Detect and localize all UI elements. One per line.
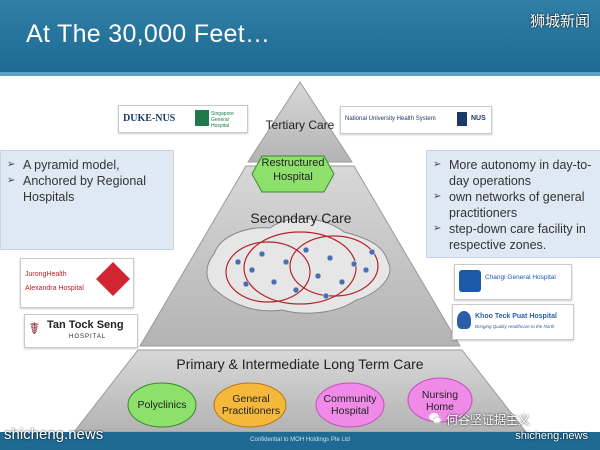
left-bullet: A pyramid model,	[7, 157, 173, 173]
restructured-hospital-label: Restructured Hospital	[261, 157, 325, 183]
nuhs-logo: National University Health System NUS	[340, 106, 492, 134]
region-ring	[289, 235, 379, 297]
pill-community-hospital	[315, 382, 385, 428]
jurong-alexandra-logo: JurongHealth Alexandra Hospital	[20, 258, 134, 308]
polyclinics-label: Polyclinics	[137, 399, 187, 411]
slide-footer	[0, 432, 600, 450]
secondary-care-label: Secondary Care	[250, 210, 352, 226]
tts-sub-text: HOSPITAL	[69, 334, 107, 340]
slide-header: At The 30,000 Feet…	[0, 0, 600, 72]
right-bullet: own networks of general practitioners	[433, 189, 600, 221]
header-divider	[0, 72, 600, 76]
slide-title: At The 30,000 Feet…	[26, 20, 271, 48]
duke-nus-sgh-logo: DUKE-NUS Singapore General Hospital	[118, 105, 248, 133]
general-practitioners-label: General Practitioners	[221, 393, 281, 417]
ktph-icon	[457, 311, 471, 329]
nuhs-crest-icon	[457, 112, 467, 126]
watermark-top: 狮城新闻	[529, 13, 590, 30]
region-ring	[243, 231, 357, 305]
pyramid-diagram	[72, 81, 528, 433]
alexandra-text: Alexandra Hospital	[25, 285, 84, 292]
changi-text: Changi General Hospital	[485, 274, 556, 281]
tan-tock-seng-logo: ☤ Tan Tock Seng HOSPITAL	[24, 314, 138, 348]
khoo-teck-puat-logo: Khoo Teck Puat Hospital Bringing Quality…	[452, 304, 574, 340]
watermark-bottom-right: shicheng.news	[515, 430, 588, 442]
tts-emblem-icon: ☤	[29, 321, 40, 338]
watermark-wechat: 何谷坚证据主义	[446, 413, 531, 427]
left-info-panel: A pyramid model, Anchored by Regional Ho…	[0, 150, 174, 250]
right-bullet: More autonomy in day-to-day operations	[433, 157, 600, 189]
confidential-notice: Confidential to MOH Holdings Pte Ltd	[250, 437, 350, 443]
changi-icon	[459, 270, 481, 292]
primary-care-label: Primary & Intermediate Long Term Care	[176, 356, 424, 372]
nus-text: NUS	[471, 115, 486, 122]
wechat-icon	[428, 411, 442, 425]
sgh-icon	[195, 110, 209, 126]
ktph-text: Khoo Teck Puat Hospital	[475, 313, 557, 320]
duke-nus-text: DUKE-NUS	[123, 113, 176, 124]
watermark-bottom-left: shicheng.news	[4, 426, 104, 443]
region-ring	[225, 241, 311, 303]
jurong-diamond-icon	[96, 262, 130, 296]
jurong-text: JurongHealth	[25, 271, 67, 278]
sgh-text: Singapore General Hospital	[211, 111, 234, 129]
nuhs-text: National University Health System	[345, 116, 436, 122]
left-bullet: Anchored by Regional Hospitals	[7, 173, 173, 205]
ktph-sub-text: Bringing Quality Healthcare to the North	[475, 324, 555, 329]
nursing-home-label: Nursing Home	[421, 389, 459, 413]
pill-polyclinics	[127, 382, 197, 428]
right-info-panel: More autonomy in day-to-day operations o…	[426, 150, 600, 258]
community-hospital-label: Community Hospital	[323, 393, 377, 417]
right-bullet: step-down care facility in respective zo…	[433, 221, 600, 253]
tts-text: Tan Tock Seng	[47, 319, 124, 331]
pill-general-practitioners	[213, 382, 287, 428]
changi-logo: Changi General Hospital	[454, 264, 572, 300]
tertiary-care-label: Tertiary Care	[265, 118, 335, 132]
restructured-hexagon	[251, 155, 335, 193]
